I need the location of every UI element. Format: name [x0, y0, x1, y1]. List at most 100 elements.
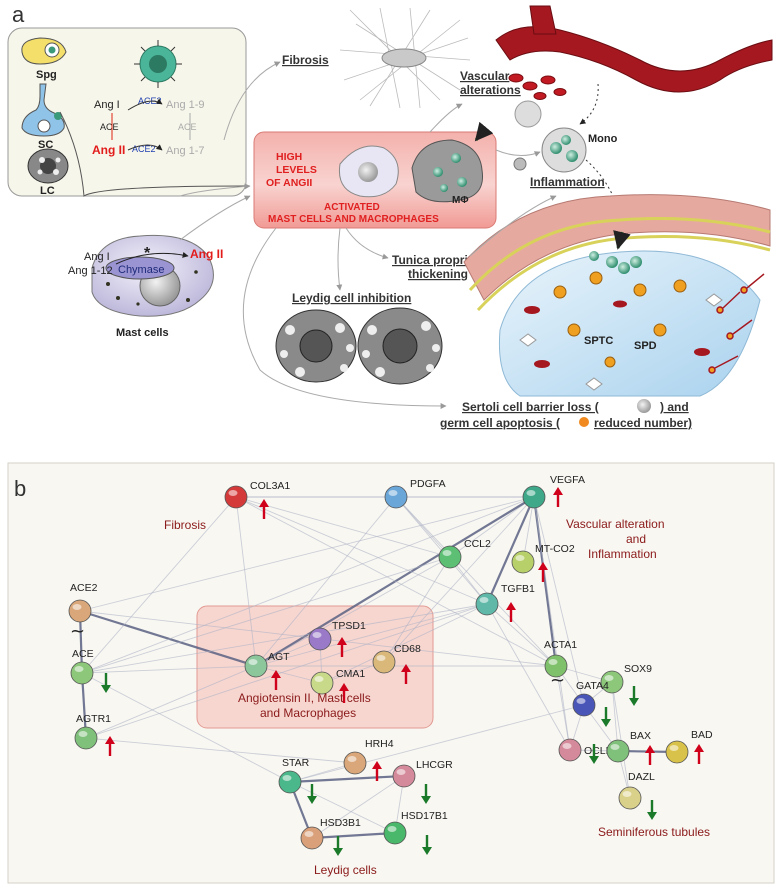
- node-agt[interactable]: AGT: [244, 651, 290, 690]
- node-bax[interactable]: BAX: [606, 730, 655, 765]
- node-circle-star[interactable]: [278, 770, 302, 794]
- edge-col3a1-agt: [235, 496, 257, 667]
- mast-ang112: Ang 1-12: [68, 265, 113, 277]
- ras-ace-right: ACE: [178, 122, 197, 132]
- node-acta1[interactable]: ACTA1~: [544, 639, 577, 691]
- node-agtr1[interactable]: AGTR1: [74, 713, 115, 756]
- node-highlight: [78, 731, 88, 737]
- center-line3: OF ANGII: [266, 177, 312, 189]
- node-gata4[interactable]: GATA4: [572, 680, 611, 727]
- node-circle-bad[interactable]: [665, 740, 689, 764]
- node-tpsd1[interactable]: TPSD1: [308, 620, 366, 657]
- node-dazl[interactable]: DAZL: [618, 771, 657, 820]
- chymase-label: Chymase: [118, 264, 164, 276]
- chymase-bubble: [105, 256, 175, 280]
- node-circle-ace[interactable]: [70, 661, 94, 685]
- node-circle-dazl[interactable]: [618, 786, 642, 810]
- edge-vegfa-ocln: [533, 496, 571, 751]
- edge-agtr1-hrh4: [85, 737, 356, 764]
- inflammation-label: Inflammation: [530, 175, 605, 189]
- node-vegfa[interactable]: VEGFA: [522, 474, 585, 509]
- node-highlight: [347, 756, 357, 762]
- node-ocln[interactable]: OCLN: [558, 738, 613, 764]
- node-circle-agt[interactable]: [244, 654, 268, 678]
- panel-a: a Spg SC LC: [7, 2, 773, 430]
- node-highlight: [576, 698, 586, 704]
- node-label-pdgfa: PDGFA: [410, 478, 446, 490]
- edge-tgfb1-acta1: [486, 603, 557, 667]
- node-star[interactable]: STAR: [278, 757, 317, 804]
- activated-mast-cell-icon: [338, 145, 399, 198]
- node-ace[interactable]: ACE: [70, 648, 111, 693]
- edge-pdgfa-acta1: [395, 496, 557, 667]
- node-pdgfa[interactable]: PDGFA: [384, 478, 446, 509]
- group-seminiferous-label: Seminiferous tubules: [598, 825, 710, 839]
- group-leydig-label: Leydig cells: [314, 863, 377, 877]
- node-ace2[interactable]: ACE2~: [68, 582, 98, 642]
- edge-col3a1-acta1: [235, 496, 557, 667]
- node-lhcgr[interactable]: LHCGR: [392, 759, 453, 804]
- node-circle-ocln[interactable]: [558, 738, 582, 762]
- node-circle-hrh4[interactable]: [343, 751, 367, 775]
- node-col3a1[interactable]: COL3A1: [224, 480, 290, 519]
- mono-label: Mono: [588, 133, 618, 145]
- node-cd68[interactable]: CD68: [372, 643, 421, 684]
- node-circle-bax[interactable]: [606, 739, 630, 763]
- node-highlight: [314, 676, 324, 682]
- node-circle-tgfb1[interactable]: [475, 592, 499, 616]
- node-circle-tpsd1[interactable]: [308, 627, 332, 651]
- node-circle-lhcgr[interactable]: [392, 764, 416, 788]
- group-angiotensin-label-1: Angiotensin II, Mast cells: [238, 691, 371, 705]
- node-circle-pdgfa[interactable]: [384, 485, 408, 509]
- node-label-star: STAR: [282, 757, 310, 769]
- seminiferous-tubule-icon: [463, 194, 771, 397]
- node-ccl2[interactable]: CCL2: [438, 538, 491, 569]
- node-tgfb1[interactable]: TGFB1: [475, 583, 535, 622]
- up-arrow-icon: [645, 745, 655, 765]
- spg-label: Spg: [36, 69, 57, 81]
- edge-lhcgr-hsd3b1: [311, 775, 405, 839]
- edge-vegfa-ace: [81, 496, 535, 674]
- node-hsd17b1[interactable]: HSD17B1: [383, 810, 448, 855]
- up-arrow-icon: [401, 664, 411, 684]
- group-fibrosis-label: Fibrosis: [164, 518, 206, 532]
- node-circle-hsd3b1[interactable]: [300, 826, 324, 850]
- node-mtco2[interactable]: MT-CO2: [511, 543, 575, 582]
- edge-sox9-bax: [611, 681, 619, 752]
- edge-ccl2-col3a1: [235, 496, 451, 558]
- node-circle-mtco2[interactable]: [511, 550, 535, 574]
- vascular-label-2: alterations: [460, 83, 521, 97]
- node-highlight: [610, 744, 620, 750]
- edge-pdgfa-agt: [255, 496, 397, 667]
- node-circle-ccl2[interactable]: [438, 545, 462, 569]
- edge-star-lhcgr: [289, 774, 405, 784]
- mphi-label: MΦ: [452, 195, 469, 206]
- node-circle-ace2[interactable]: [68, 599, 92, 623]
- edge-hsd3b1-hsd17b1: [311, 831, 396, 840]
- node-highlight: [248, 659, 258, 665]
- node-circle-agtr1[interactable]: [74, 726, 98, 750]
- node-highlight: [562, 743, 572, 749]
- mast-ang1: Ang I: [84, 251, 110, 263]
- node-circle-gata4[interactable]: [572, 693, 596, 717]
- node-circle-col3a1[interactable]: [224, 485, 248, 509]
- down-arrow-icon: [307, 784, 317, 804]
- node-circle-cd68[interactable]: [372, 650, 396, 674]
- node-bad[interactable]: BAD: [665, 729, 713, 764]
- node-cma1[interactable]: CMA1: [310, 668, 365, 703]
- panel-b-label: b: [14, 476, 26, 501]
- node-hsd3b1[interactable]: HSD3B1: [300, 817, 361, 856]
- center-act2: MAST CELLS AND MACROPHAGES: [268, 214, 439, 225]
- node-sox9[interactable]: SOX9: [600, 663, 652, 706]
- node-label-dazl: DAZL: [628, 771, 655, 783]
- node-hrh4[interactable]: HRH4: [343, 738, 394, 781]
- node-circle-hsd17b1[interactable]: [383, 821, 407, 845]
- down-arrow-icon: [647, 800, 657, 820]
- edge-ace-agt: [81, 665, 257, 674]
- sertoli-cell-marker-icon: [637, 399, 651, 413]
- node-circle-vegfa[interactable]: [522, 485, 546, 509]
- center-line2: LEVELS: [276, 164, 317, 176]
- node-highlight: [387, 826, 397, 832]
- up-arrow-icon: [339, 683, 349, 703]
- spd-label: SPD: [634, 340, 657, 352]
